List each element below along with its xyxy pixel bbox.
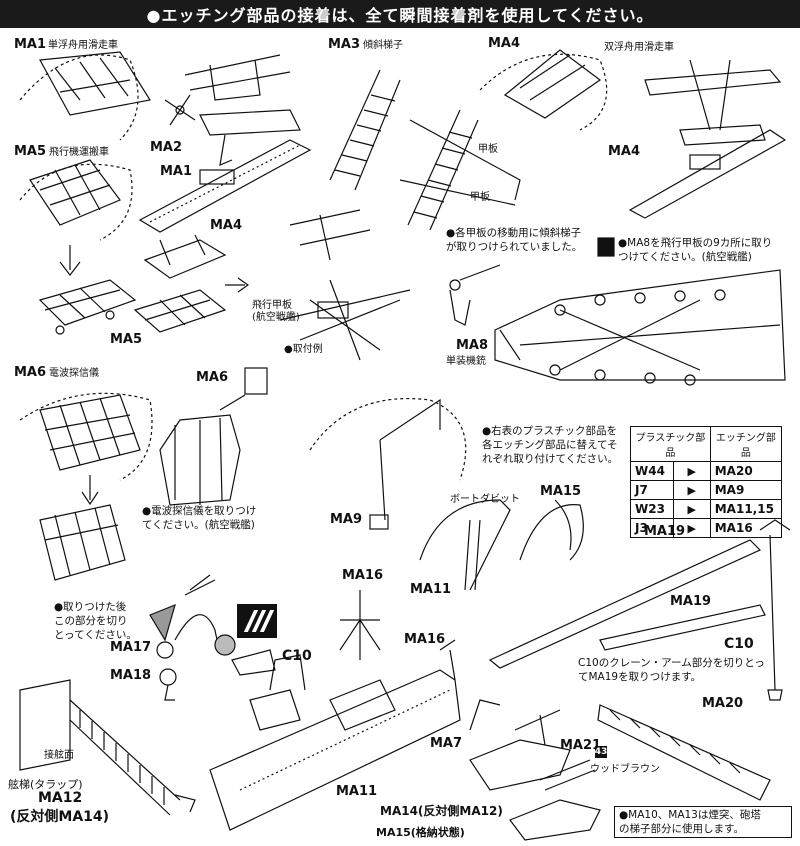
plastic-part: J7 (630, 480, 674, 500)
note-radar: ●電波探信儀を取りつけてください。(航空戦艦) (142, 505, 257, 531)
aviation-deck-ma8-drawing (494, 237, 786, 386)
seaplane-drawing (164, 54, 301, 166)
label-ma20: MA20 (702, 696, 744, 711)
etching-part: MA11,15 (709, 499, 783, 519)
arrow-icon: ▶ (672, 499, 711, 519)
label-ma16-mid: MA16 (342, 568, 384, 583)
ma1-frame-drawing (19, 51, 151, 141)
crane-ma19-drawing (488, 519, 791, 701)
boat-ma21-drawing (509, 759, 601, 841)
label-flight-deck: 飛行甲板 (252, 300, 292, 311)
label-gangway: 舷梯(タラップ) (8, 778, 83, 791)
table-header-plastic: プラスチック部品 (630, 426, 711, 462)
note-ma10-ma13: ●MA10、MA13は煙突、砲塔の梯子部分に使用します。 (614, 806, 792, 838)
label-c10-left: C10 (282, 648, 312, 664)
zero-floatplane-drawing (644, 59, 782, 146)
ship-deck-ma1 (138, 139, 312, 233)
plastic-part: W44 (630, 461, 674, 481)
gangway-ma12-drawing (19, 679, 196, 816)
table-row: W23▶MA11,15 (630, 499, 783, 519)
photo-etch-icon (237, 604, 277, 638)
ma11-ma15-davit-drawing (419, 499, 584, 591)
label-deck-2: 甲板 (470, 192, 490, 203)
crane-boom-ma20-drawing (597, 704, 771, 801)
label-landing-face: 接舷面 (44, 750, 74, 761)
label-ma15-bottom: MA15(格納状態) (376, 826, 465, 839)
battleship-hull-drawing (209, 639, 461, 831)
label-ma11-mid: MA11 (410, 582, 452, 597)
etching-part: MA16 (709, 518, 783, 538)
note-inclined-ladder: ●各甲板の移動用に傾斜梯子が取りつけられていました。 (446, 227, 583, 253)
inclined-ladder-drawing (329, 69, 521, 231)
arrow-icon: ▶ (672, 461, 711, 481)
label-ma8: MA8 (456, 338, 489, 353)
label-ma6-mid: MA6 (196, 370, 229, 385)
label-deck-1: 甲板 (478, 144, 498, 155)
arrow-icon: ▶ (672, 480, 711, 500)
label-ma4-top-desc: 双浮舟用滑走車 (604, 42, 674, 53)
label-ma4-right: MA4 (608, 144, 641, 159)
label-ma9: MA9 (330, 512, 363, 527)
instruction-banner: ●エッチング部品の接着は、全て瞬間接着剤を使用してください。 (0, 0, 800, 28)
table-row: J3▶MA16 (630, 518, 783, 538)
arrow-icon: ▶ (672, 518, 711, 538)
radar-mount-drawing (159, 367, 268, 506)
plastic-part: W23 (630, 499, 674, 519)
label-boat-davit: ボートダビット (450, 494, 520, 505)
label-ma15-top: MA15 (540, 484, 582, 499)
ma5-cart-drawing (19, 159, 137, 335)
etching-part: MA20 (709, 461, 783, 481)
label-ma7: MA7 (430, 736, 463, 751)
note-replace-parts: ●右表のプラスチック部品を各エッチング部品に替えてそれぞれ取り付けてください。 (482, 425, 619, 465)
ma17-ma18-parts-drawing (149, 574, 276, 701)
boat-davit-ma9-drawing (309, 397, 467, 530)
label-ma16-side: MA16 (404, 632, 446, 647)
label-ma18: MA18 (110, 668, 152, 683)
plastic-part: J3 (630, 518, 674, 538)
label-c10-right: C10 (724, 636, 754, 652)
label-ma12-sub: (反対側MA14) (10, 809, 110, 825)
label-ma12: MA12 (38, 790, 83, 806)
table-header-etching: エッチング部品 (709, 426, 783, 462)
note-cut-part: ●取りつけた後この部分を切りとってください。 (54, 601, 137, 641)
parts-replacement-table: プラスチック部品 エッチング部品 W44▶MA20 J7▶MA9 W23▶MA1… (630, 426, 783, 538)
single-machinegun-drawing (449, 264, 501, 326)
label-wood-brown: ウッドブラウン (590, 764, 660, 775)
table-row: J7▶MA9 (630, 480, 783, 500)
label-ma11-bottom: MA11 (336, 784, 378, 799)
label-ma4-mid: MA4 (210, 218, 243, 233)
label-ma14-bottom: MA14(反対側MA12) (380, 804, 503, 818)
flight-deck-example-drawing (279, 209, 411, 361)
ma4-ma5-stack-drawing (133, 234, 250, 333)
label-ma8-desc: 単装機銃 (446, 356, 486, 367)
label-ma17: MA17 (110, 640, 152, 655)
ma6-radar-drawing (19, 392, 153, 581)
ma4-frame-drawing (479, 49, 608, 131)
label-ma19-mid: MA19 (670, 594, 712, 609)
mast-ma16-drawing (339, 590, 381, 660)
label-ma5-mid: MA5 (110, 332, 143, 347)
label-flight-deck-sub: (航空戦艦) (252, 312, 300, 323)
table-row: W44▶MA20 (630, 461, 783, 481)
ship-deck-ma4 (628, 129, 787, 219)
label-ma4-top: MA4 (488, 36, 521, 51)
note-c10-crane: C10のクレーン・アーム部分を切りとってMA19を取りつけます。 (578, 657, 765, 683)
paint-number-badge: 43 (594, 746, 608, 758)
label-ma2: MA2 (150, 140, 183, 155)
label-ma21: MA21 (560, 738, 602, 753)
boat-ma7-drawing (469, 699, 571, 791)
label-example: ●取付例 (284, 344, 323, 355)
etching-part: MA9 (709, 480, 783, 500)
label-ma1-ship: MA1 (160, 164, 193, 179)
note-ma8-placement: ●MA8を飛行甲板の9カ所に取りつけてください。(航空戦艦) (618, 237, 773, 263)
